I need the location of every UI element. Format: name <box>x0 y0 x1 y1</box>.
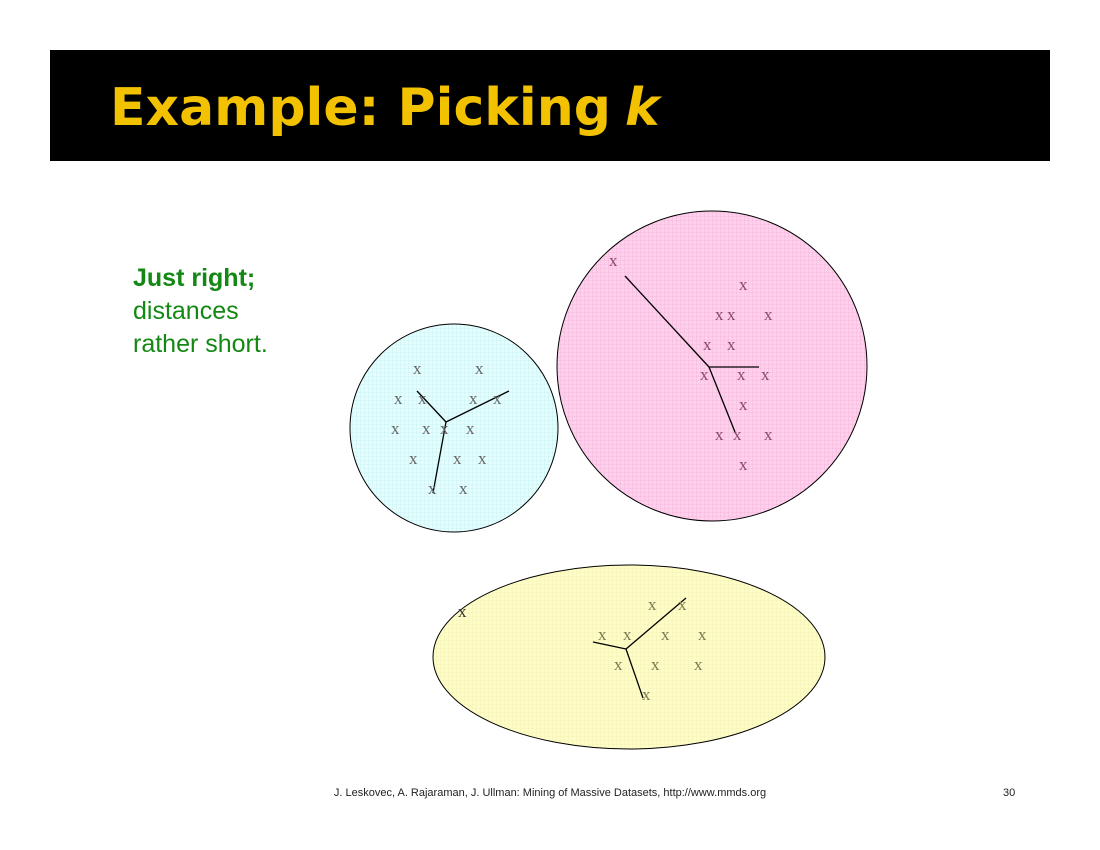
title-prefix: Example: Picking <box>110 78 611 138</box>
data-point: x <box>440 419 449 438</box>
data-point: x <box>694 655 703 674</box>
data-point: x <box>623 625 632 644</box>
yellow-centroid-lines <box>592 597 687 699</box>
title-variable: k <box>624 78 660 138</box>
data-point: x <box>409 449 418 468</box>
data-point: x <box>609 251 618 270</box>
data-point: x <box>715 425 724 444</box>
cluster-cyan <box>349 323 559 533</box>
cyan-centroid-lines <box>416 390 510 494</box>
data-point: x <box>761 365 770 384</box>
data-point: x <box>678 595 687 614</box>
data-point: x <box>661 625 670 644</box>
data-point: x <box>727 305 736 324</box>
data-point: x <box>391 419 400 438</box>
data-point: x <box>764 425 773 444</box>
data-point: x <box>394 389 403 408</box>
pink-centroid-lines <box>624 275 759 433</box>
caption-line-1: distances <box>133 297 239 325</box>
data-point: x <box>458 602 467 621</box>
caption-line-2: rather short. <box>133 330 268 358</box>
data-point: x <box>700 365 709 384</box>
data-point: x <box>739 275 748 294</box>
data-point: x <box>648 595 657 614</box>
cluster-pink <box>556 210 868 522</box>
page-number: 30 <box>1003 787 1016 799</box>
data-point: x <box>459 479 468 498</box>
data-point: x <box>642 685 651 704</box>
cyan-points: x x x x x x x x x x x x x x x <box>391 359 502 498</box>
data-point: x <box>739 395 748 414</box>
data-point: x <box>469 389 478 408</box>
data-point: x <box>478 449 487 468</box>
data-point: x <box>493 389 502 408</box>
data-point: x <box>739 455 748 474</box>
data-point: x <box>733 425 742 444</box>
data-point: x <box>698 625 707 644</box>
data-point: x <box>475 359 484 378</box>
data-point: x <box>598 625 607 644</box>
data-point: x <box>651 655 660 674</box>
caption-heading: Just right; <box>133 264 256 292</box>
footer-citation: J. Leskovec, A. Rajaraman, J. Ullman: Mi… <box>333 787 767 799</box>
data-point: x <box>737 365 746 384</box>
data-point: x <box>466 419 475 438</box>
data-point: x <box>614 655 623 674</box>
yellow-points: x x x x x x x x x x x <box>458 595 707 704</box>
data-point: x <box>727 335 736 354</box>
data-point: x <box>453 449 462 468</box>
pink-points: x x x x x x x x x x x x x x x <box>609 251 773 474</box>
data-point: x <box>418 389 427 408</box>
data-point: x <box>413 359 422 378</box>
data-point: x <box>703 335 712 354</box>
data-point: x <box>715 305 724 324</box>
data-point: x <box>764 305 773 324</box>
data-point: x <box>428 479 437 498</box>
data-point: x <box>422 419 431 438</box>
caption: Just right; distances rather short. <box>133 262 268 361</box>
